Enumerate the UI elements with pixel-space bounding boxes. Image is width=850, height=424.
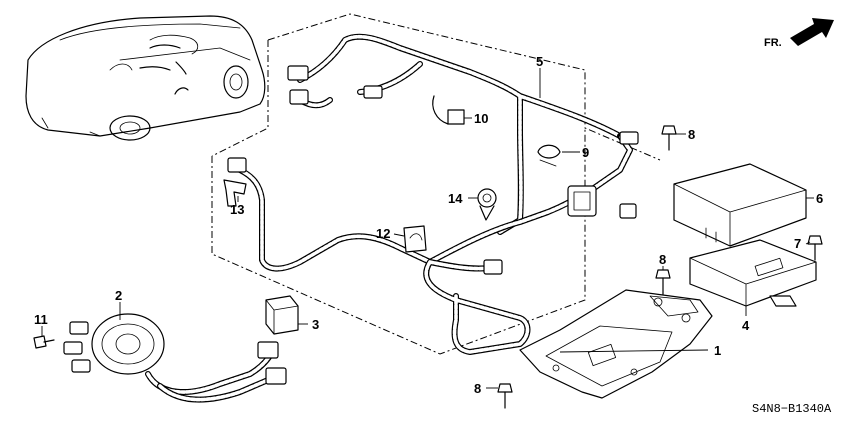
clip-12: [403, 225, 427, 253]
sensor-cover: [673, 163, 807, 247]
bolt-8-upper: [661, 125, 677, 151]
wire-harness: [227, 33, 639, 355]
vehicle-outline: [25, 15, 266, 141]
callout-9: 9: [582, 145, 589, 160]
catalog-code: S4N8−B1340A: [752, 402, 832, 416]
bolt-11: [33, 335, 55, 349]
callout-5: 5: [536, 54, 543, 69]
clip-9: [537, 144, 561, 167]
sensor-part-3: [265, 295, 299, 335]
callout-8-upper: 8: [688, 127, 695, 142]
front-direction-arrow: FR.: [764, 18, 834, 49]
callout-1: 1: [714, 343, 721, 358]
cable-reel: [63, 313, 287, 403]
callout-6: 6: [816, 191, 823, 206]
callout-4: 4: [742, 318, 750, 333]
callout-12: 12: [376, 226, 390, 241]
bolt-7: [807, 235, 823, 261]
harness-group-boundary: [211, 13, 661, 355]
callout-8-middle: 8: [659, 252, 666, 267]
callout-7: 7: [794, 236, 801, 251]
callouts: 1 2 3 4 5 6 7 8 8 8 9 10 11 12 13 14: [34, 54, 823, 396]
bolt-8-lower: [497, 383, 513, 409]
clip-14: [477, 188, 497, 221]
srs-unit: [689, 239, 817, 307]
callout-14: 14: [448, 191, 463, 206]
callout-8-lower: 8: [474, 381, 481, 396]
clip-10: [432, 95, 465, 125]
front-direction-label: FR.: [764, 37, 782, 49]
callout-2: 2: [115, 288, 122, 303]
clip-13: [223, 179, 247, 207]
callout-11: 11: [34, 312, 48, 327]
bolt-8-middle: [655, 269, 671, 295]
callout-13: 13: [230, 202, 244, 217]
callout-3: 3: [312, 317, 319, 332]
mounting-bracket: [519, 289, 713, 399]
callout-10: 10: [474, 111, 488, 126]
